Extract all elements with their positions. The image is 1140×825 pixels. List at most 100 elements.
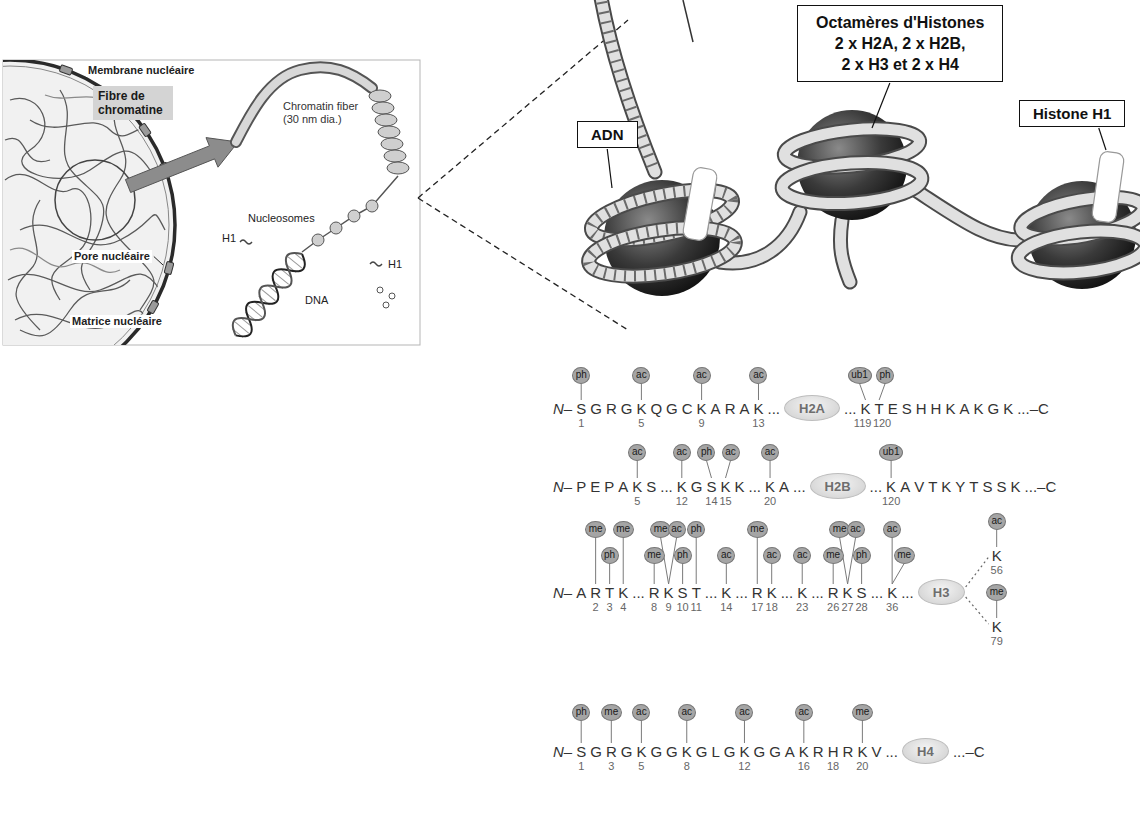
nucleosome-beads bbox=[312, 200, 378, 246]
modification-circle-text: me bbox=[826, 550, 840, 560]
modification-circle-text: ph bbox=[880, 370, 891, 380]
sequence-residue: A bbox=[779, 478, 789, 495]
modification-stem bbox=[758, 384, 759, 401]
residue-number: 14 bbox=[720, 601, 732, 613]
modification-circle-text: ac bbox=[632, 447, 643, 457]
sequence-residue: K bbox=[735, 478, 745, 495]
sequence-residue: K bbox=[843, 584, 853, 601]
sequence-residue: V bbox=[914, 478, 924, 495]
sequence-residue: K bbox=[636, 400, 646, 417]
sequence-residue: T bbox=[875, 400, 884, 417]
sequence-residue: K bbox=[1003, 400, 1013, 417]
residue-number: 26 bbox=[827, 601, 839, 613]
residue-number: 8 bbox=[684, 760, 690, 772]
pore-label: Pore nucléaire bbox=[72, 250, 152, 263]
modification-circle-text: me bbox=[647, 550, 661, 560]
residue-number: 1 bbox=[578, 417, 584, 429]
sequence-residue: G bbox=[753, 743, 765, 760]
sequence-residue: K bbox=[632, 478, 642, 495]
modification-circle: ph bbox=[572, 367, 590, 384]
sequence-residue: K bbox=[767, 584, 777, 601]
residue-number: 8 bbox=[651, 601, 657, 613]
residue-number: 13 bbox=[752, 417, 764, 429]
modification-stem bbox=[706, 461, 711, 479]
callout-box: ADN bbox=[577, 121, 638, 148]
histone-ellipse: H3 bbox=[918, 579, 965, 605]
modification-stem bbox=[595, 538, 596, 585]
nucleosome-illustration bbox=[586, 0, 1140, 296]
modification-stem bbox=[892, 538, 893, 585]
sequence-residue: H bbox=[828, 743, 839, 760]
modification-stem bbox=[637, 461, 638, 479]
sequence-residue: R bbox=[590, 584, 601, 601]
sequence-residue: K bbox=[945, 400, 955, 417]
solenoid-coil bbox=[369, 90, 409, 174]
sequence-residue: A bbox=[711, 400, 721, 417]
sequence-residue: K bbox=[721, 478, 731, 495]
sequence-residue: N– bbox=[553, 584, 572, 601]
sequence-residue: T bbox=[928, 478, 937, 495]
modification-circle-text: ac bbox=[721, 550, 732, 560]
modification-circle-text: ac bbox=[766, 550, 777, 560]
modification-circle: ac bbox=[668, 521, 686, 538]
callout-box: Octamères d'Histones2 x H2A, 2 x H2B, 2 … bbox=[797, 5, 1003, 82]
modification-circle: ac bbox=[632, 704, 650, 721]
modification-circle-text: ac bbox=[725, 447, 736, 457]
modification-circle-text: ub1 bbox=[883, 447, 900, 457]
modification-stem bbox=[861, 564, 862, 585]
matrix-label: Matrice nucléaire bbox=[70, 315, 164, 328]
residue-number: 28 bbox=[855, 601, 867, 613]
sequence-residue: R bbox=[606, 743, 617, 760]
modification-circle-text: me bbox=[616, 524, 630, 534]
residue-number: 119 bbox=[854, 417, 872, 429]
modification-circle: me bbox=[986, 584, 1007, 601]
sequence-residue: G bbox=[666, 400, 678, 417]
sequence-residue: S bbox=[857, 584, 867, 601]
chromatin-tangle bbox=[5, 90, 165, 336]
residue-number: 3 bbox=[608, 760, 614, 772]
sequence-residue: K bbox=[753, 400, 763, 417]
modification-circle-text: me bbox=[654, 524, 668, 534]
branch-line bbox=[966, 557, 989, 587]
modification-circle: ac bbox=[763, 547, 781, 564]
sequence-residue: ...–C bbox=[953, 743, 985, 760]
sequence-residue: R bbox=[725, 400, 736, 417]
leader-line bbox=[1099, 128, 1106, 150]
sequence-residue: ... bbox=[768, 400, 781, 417]
modification-stem bbox=[682, 564, 683, 585]
modification-stem bbox=[770, 461, 771, 479]
callout-box-text: 2 x H2A, 2 x H2B, 2 x H3 et 2 x H4 bbox=[831, 33, 969, 75]
sequence-residue: ... bbox=[781, 584, 794, 601]
modification-stem bbox=[641, 721, 642, 744]
residue-number: 18 bbox=[766, 601, 778, 613]
modification-circle-text: ac bbox=[636, 707, 647, 717]
modification-circle: ac bbox=[628, 444, 646, 461]
membrane-label: Membrane nucléaire bbox=[86, 64, 196, 77]
modification-circle: ac bbox=[883, 521, 901, 538]
sequence-residue: G bbox=[724, 743, 736, 760]
sequence-residue: S bbox=[576, 400, 586, 417]
residue-number: 5 bbox=[638, 417, 644, 429]
modification-circle: ac bbox=[722, 444, 740, 461]
modification-circle: ac bbox=[761, 444, 779, 461]
modification-circle-text: ac bbox=[850, 524, 861, 534]
sequence-residue: G bbox=[769, 743, 781, 760]
sequence-residue: K bbox=[618, 584, 628, 601]
modification-stem bbox=[701, 384, 702, 401]
sequence-residue: ... bbox=[660, 478, 673, 495]
sequence-residue: V bbox=[871, 743, 881, 760]
residue-number: 5 bbox=[638, 760, 644, 772]
modification-circle-text: me bbox=[604, 707, 618, 717]
residue-number: 12 bbox=[738, 760, 750, 772]
zoom-arrow bbox=[125, 138, 238, 193]
modification-circle-text: ac bbox=[797, 550, 808, 560]
sequence-residue: S bbox=[997, 478, 1007, 495]
leader-line bbox=[607, 149, 612, 188]
residue-number: 79 bbox=[991, 635, 1003, 647]
sequence-residue: ... bbox=[885, 743, 898, 760]
dna-label: DNA bbox=[305, 294, 328, 307]
magnifier-circle bbox=[55, 160, 135, 240]
nuclear-pore bbox=[147, 300, 159, 314]
modification-circle-text: me bbox=[833, 524, 847, 534]
sequence-residue: ... bbox=[870, 478, 883, 495]
